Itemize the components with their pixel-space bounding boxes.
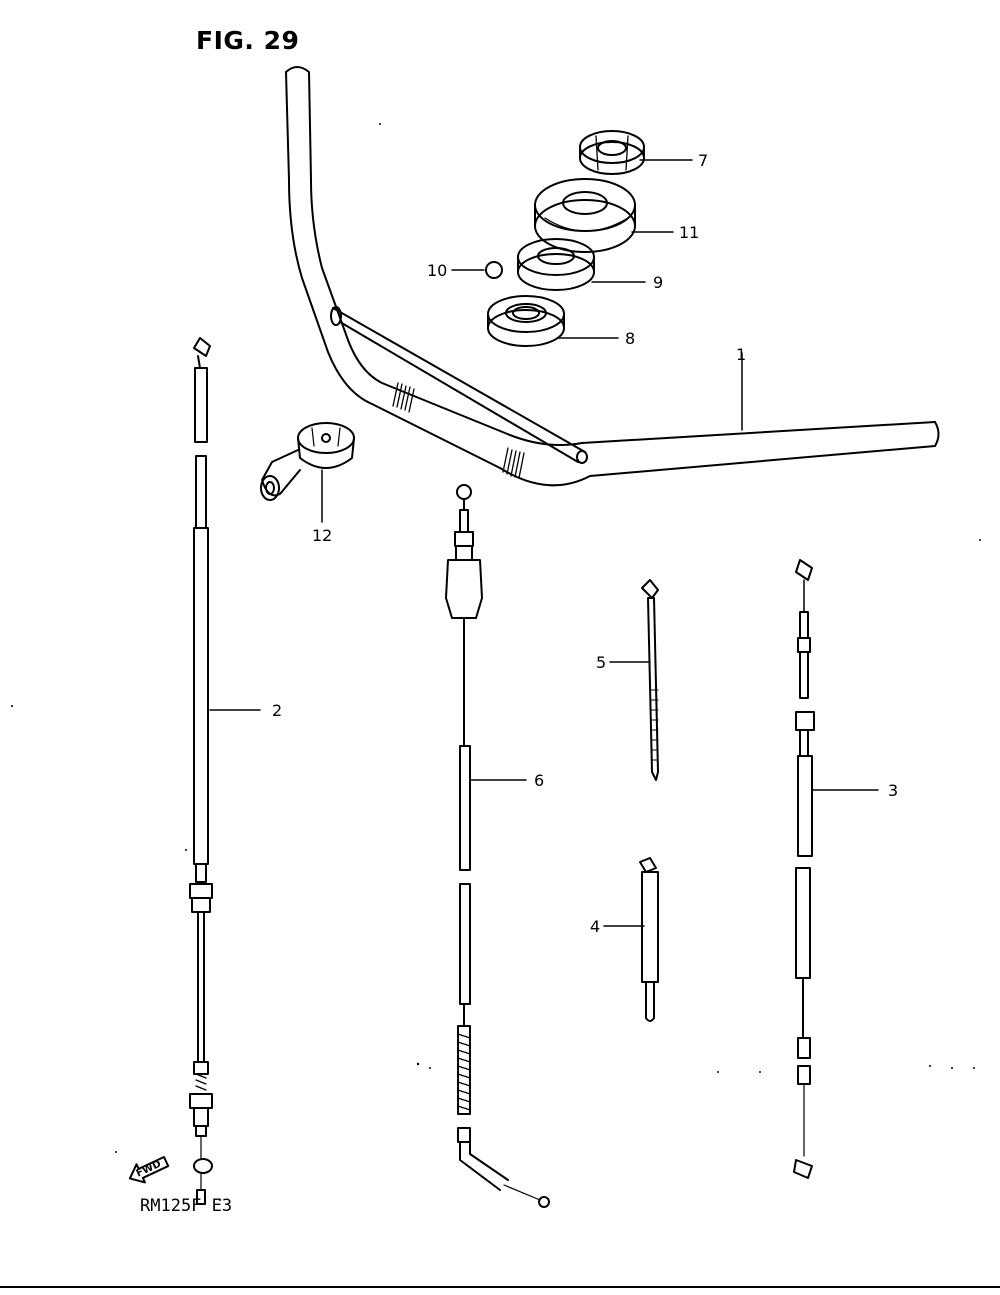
callout-label-3: 3 [888, 781, 898, 800]
clutch-cable [793, 559, 815, 1179]
callout-label-8: 8 [625, 329, 635, 348]
ball [485, 261, 503, 279]
callout-label-4: 4 [590, 917, 600, 936]
bottom-border-line [0, 1286, 1000, 1288]
rubber-mount-lower [487, 295, 565, 347]
handlebar [285, 66, 940, 487]
callout-label-10: 10 [427, 261, 447, 280]
figure-title: FIG. 29 [196, 26, 300, 55]
callout-label-2: 2 [272, 701, 282, 720]
callout-label-11: 11 [679, 223, 699, 242]
throttle-cable [189, 337, 213, 1205]
nut [579, 130, 645, 175]
callout-label-1: 1 [736, 345, 746, 364]
cable-tie [641, 579, 659, 781]
callout-label-9: 9 [653, 273, 663, 292]
cable-clamp [639, 857, 659, 1022]
cushion [517, 238, 595, 291]
callout-label-12: 12 [312, 526, 332, 545]
throttle-grip-assembly [260, 422, 355, 501]
callout-label-6: 6 [534, 771, 544, 790]
callout-label-7: 7 [698, 151, 708, 170]
front-brake-cable [445, 484, 550, 1208]
callout-label-5: 5 [596, 653, 606, 672]
fwd-arrow-icon [128, 1156, 170, 1184]
model-code: RM125F E3 [140, 1196, 233, 1216]
rubber-mount-upper [534, 178, 636, 253]
fwd-label: FWD [135, 1159, 163, 1180]
